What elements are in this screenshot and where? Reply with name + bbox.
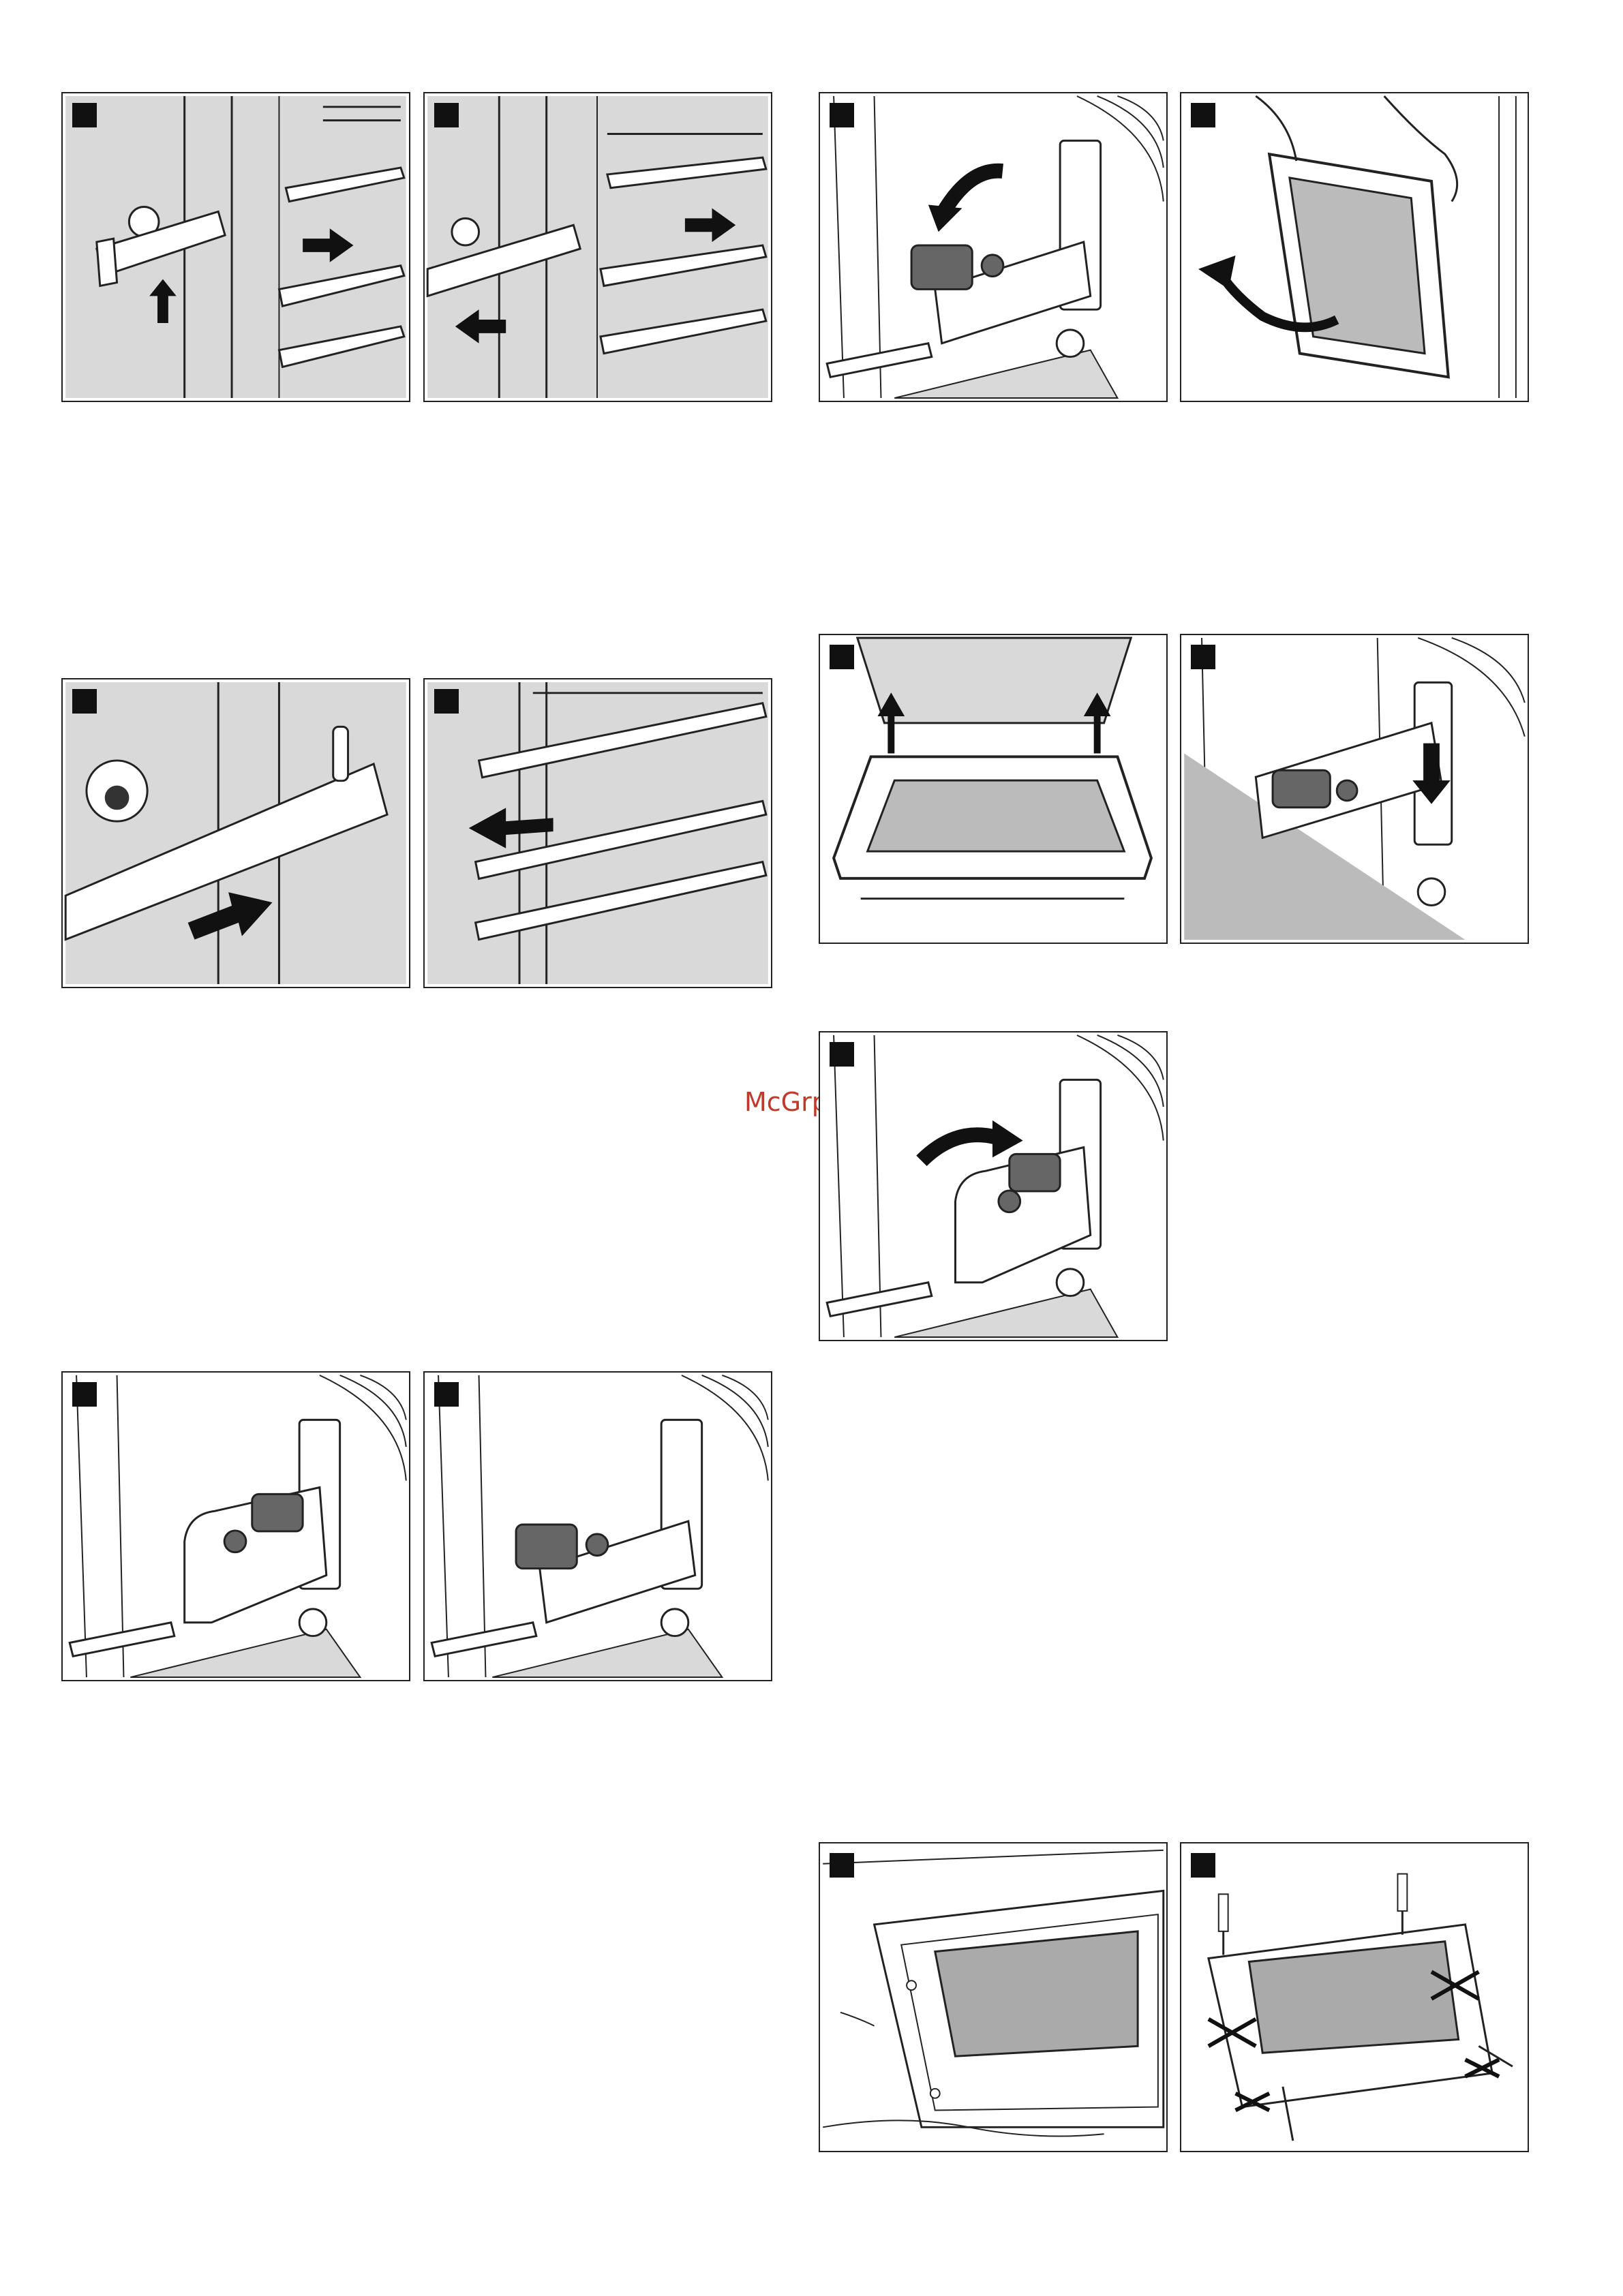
- inner-door-screws-illustration: [1181, 1843, 1528, 2151]
- door-hinge-lock-down-illustration: [1181, 635, 1528, 943]
- step-marker: [72, 103, 97, 127]
- panel-f2: [423, 1371, 772, 1681]
- step-marker: [1191, 1853, 1215, 1878]
- step-marker: [830, 103, 854, 127]
- panel-c1: [61, 678, 410, 988]
- step-marker: [830, 645, 854, 669]
- shelf-rail-insert-illustration: [425, 679, 771, 987]
- step-marker: [72, 689, 97, 714]
- panel-g2: [1180, 1842, 1529, 2152]
- panel-g1: [819, 1842, 1168, 2152]
- panel-d1: [819, 634, 1168, 944]
- step-marker: [434, 1382, 459, 1407]
- panel-e1: [819, 1031, 1168, 1341]
- panel-f1: [61, 1371, 410, 1681]
- panel-a2: [423, 92, 772, 402]
- shelf-rail-lift-illustration: [63, 93, 409, 401]
- door-hinge-lever-close-illustration: [820, 1032, 1166, 1340]
- step-marker: [1191, 103, 1215, 127]
- panel-b1: [819, 92, 1168, 402]
- step-marker: [830, 1042, 854, 1067]
- step-marker: [72, 1382, 97, 1407]
- step-marker: [830, 1853, 854, 1878]
- panel-c2: [423, 678, 772, 988]
- door-hinge-lever-fold-illustration: [820, 93, 1166, 401]
- panel-a1: [61, 92, 410, 402]
- door-hinge-lever-closed-illustration: [63, 1373, 409, 1680]
- panel-b2: [1180, 92, 1529, 402]
- door-hinge-lever-open-illustration: [425, 1373, 771, 1680]
- shelf-rail-pull-out-illustration: [425, 93, 771, 401]
- shelf-rail-push-in-illustration: [63, 679, 409, 987]
- door-refit-hinges-illustration: [820, 635, 1166, 943]
- step-marker: [434, 103, 459, 127]
- step-marker: [434, 689, 459, 714]
- step-marker: [1191, 645, 1215, 669]
- door-lift-off-illustration: [1181, 93, 1528, 401]
- inner-door-panel-illustration: [820, 1843, 1166, 2151]
- panel-d2: [1180, 634, 1529, 944]
